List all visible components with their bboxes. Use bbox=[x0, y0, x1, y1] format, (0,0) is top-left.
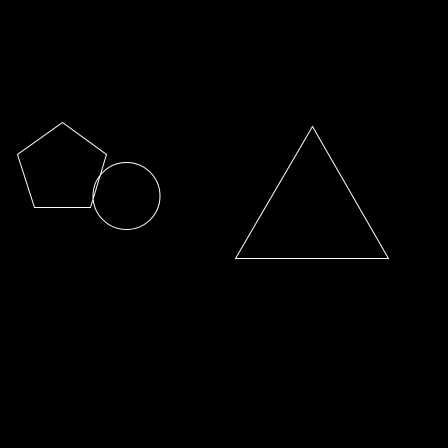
circle-outline bbox=[92, 162, 161, 230]
pentagon-outline bbox=[16, 121, 108, 208]
triangle-outline bbox=[234, 125, 390, 259]
